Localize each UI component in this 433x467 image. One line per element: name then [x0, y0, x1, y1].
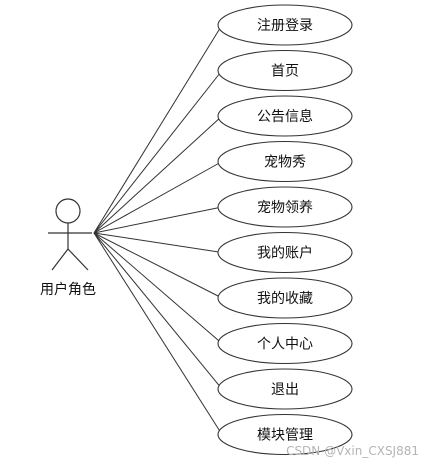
actor-figure [48, 198, 92, 271]
association-line [93, 70, 223, 234]
association-line [93, 232, 223, 299]
use-case-ellipse [217, 231, 353, 274]
use-case: 我的账户 [217, 231, 353, 274]
use-case: 宠物秀 [217, 140, 353, 183]
use-case-label: 我的收藏 [257, 291, 313, 307]
association-line [93, 161, 223, 234]
association-line [93, 115, 223, 234]
use-case-label: 退出 [271, 382, 299, 398]
use-case-label: 宠物领养 [257, 200, 313, 216]
use-case: 退出 [217, 368, 353, 410]
use-case-label: 首页 [271, 64, 299, 80]
use-case-ellipse [217, 413, 353, 456]
association-line [93, 232, 223, 435]
use-case-ellipse [217, 277, 353, 319]
use-case: 注册登录 [217, 4, 353, 46]
use-case: 首页 [217, 49, 353, 92]
use-case-ellipse [217, 49, 353, 92]
use-case: 公告信息 [217, 95, 353, 137]
association-line [93, 24, 223, 234]
use-case-ellipse [217, 322, 353, 365]
use-case-label: 公告信息 [257, 108, 313, 125]
use-case: 个人中心 [217, 322, 353, 365]
actor-head [55, 198, 81, 224]
use-case-ellipse [217, 4, 353, 46]
use-case: 宠物领养 [217, 186, 353, 228]
use-case: 我的收藏 [217, 277, 353, 319]
actor-leg-right [67, 248, 89, 271]
use-case-label: 个人中心 [257, 337, 313, 353]
actor-leg-left [51, 248, 69, 271]
association-line [93, 232, 223, 253]
actor-label: 用户角色 [40, 281, 96, 298]
use-case-ellipse [217, 186, 353, 228]
use-case-ellipse [217, 368, 353, 410]
use-case-label: 模块管理 [257, 428, 313, 444]
use-case-label: 注册登录 [257, 18, 313, 34]
association-line [93, 232, 223, 390]
association-line [93, 232, 223, 344]
use-case-ellipse [217, 95, 353, 137]
use-case-ellipse [217, 140, 353, 183]
association-line [93, 206, 223, 234]
use-case: 模块管理 [217, 413, 353, 456]
watermark-text: CSDN @Vxin_CXSJ881 [286, 444, 419, 458]
association-lines [93, 24, 223, 435]
use-case-label: 我的账户 [257, 245, 313, 262]
use-case-label: 宠物秀 [264, 155, 306, 171]
